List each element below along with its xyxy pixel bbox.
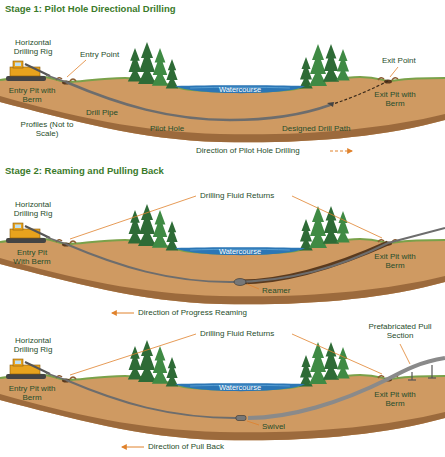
part-label: Horizontal Drilling Rig <box>4 38 62 56</box>
part-label: Drill Pipe <box>86 108 118 117</box>
stage2-profile <box>0 196 445 313</box>
part-label: Prefabricated Pull Section <box>359 322 441 340</box>
part-label: Entry Point <box>80 50 119 59</box>
part-label: Direction of Pull Back <box>148 442 224 451</box>
part-label: Entry Pit With Berm <box>8 248 56 266</box>
watercourse-label: Watercourse <box>175 85 305 95</box>
part-label: Drilling Fluid Returns <box>200 191 274 200</box>
watercourse-label: Watercourse <box>175 383 305 393</box>
stage-heading: Stage 1: Pilot Hole Directional Drilling <box>5 3 176 14</box>
part-label: Drilling Fluid Returns <box>200 329 274 338</box>
part-label: Swivel <box>262 422 285 431</box>
stage1-profile <box>0 42 445 151</box>
part-label: Horizontal Drilling Rig <box>4 200 62 218</box>
part-label: Reamer <box>262 286 290 295</box>
part-label: Direction of Progress Reaming <box>138 308 247 317</box>
watercourse-band: Watercourse <box>175 383 305 394</box>
stage3-profile <box>0 334 445 447</box>
part-label: Horizontal Drilling Rig <box>4 336 62 354</box>
watercourse-label: Watercourse <box>175 247 305 257</box>
part-label: Profiles (Not to Scale) <box>16 120 78 138</box>
part-label: Entry Pit with Berm <box>8 86 56 104</box>
part-label: Designed Drill Path <box>282 124 350 133</box>
part-label: Pilot Hole <box>150 124 184 133</box>
part-label: Exit Pit with Berm <box>372 90 418 108</box>
watercourse-band: Watercourse <box>175 247 305 258</box>
part-label: Exit Pit with Berm <box>372 390 418 408</box>
part-label: Direction of Pilot Hole Drilling <box>196 146 300 155</box>
part-label: Entry Pit with Berm <box>8 384 56 402</box>
watercourse-band: Watercourse <box>175 85 305 96</box>
stage-heading: Stage 2: Reaming and Pulling Back <box>5 165 164 176</box>
part-label: Exit Pit with Berm <box>372 252 418 270</box>
part-label: Exit Point <box>382 56 416 65</box>
